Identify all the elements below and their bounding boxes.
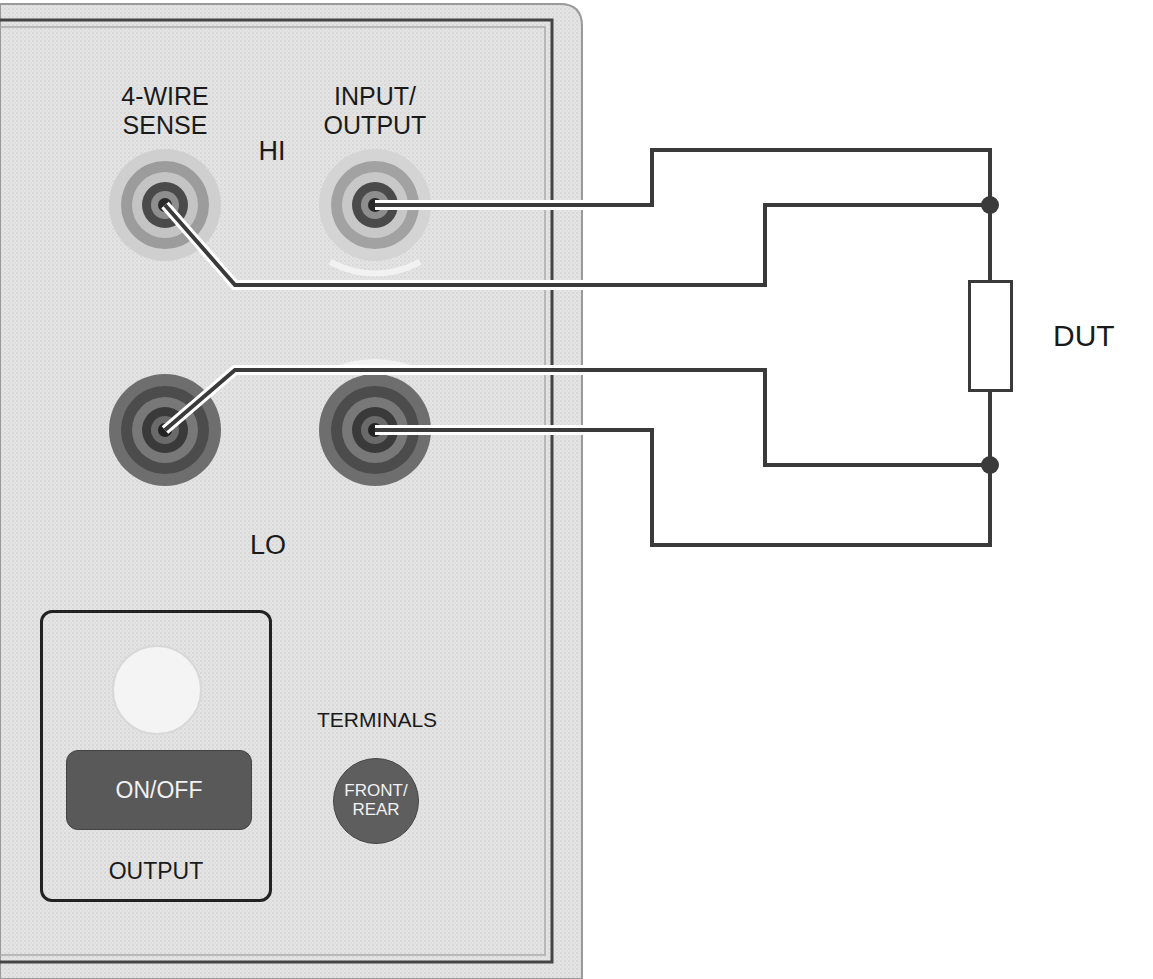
junction-dot — [981, 456, 999, 474]
output-indicator-lamp — [113, 646, 201, 734]
wire-halo — [165, 150, 990, 545]
resistor-symbol: DUT — [968, 280, 1013, 392]
section-label: TERMINALS — [287, 708, 467, 732]
terminal-group-label: 4-WIRE SENSE — [100, 82, 230, 140]
terminal-group-label: INPUT/ OUTPUT — [310, 82, 440, 140]
post-highlight — [330, 262, 420, 274]
node-label: ON/OFF — [116, 777, 203, 804]
test-lead-wire — [165, 150, 990, 545]
on-off-button: ON/OFF — [66, 750, 252, 830]
node-label: DUT — [1053, 319, 1115, 353]
polarity-label: LO — [238, 530, 298, 561]
junction-dot — [981, 196, 999, 214]
output-panel-box: ON/OFF OUTPUT — [40, 610, 272, 902]
panel-face — [0, 4, 582, 979]
node-label: OUTPUT — [43, 858, 269, 885]
front-rear-button: FRONT/ REAR — [333, 758, 419, 844]
panel-border — [0, 20, 552, 962]
panel-inner-border — [0, 27, 545, 955]
polarity-label: HI — [242, 136, 302, 167]
node-label: FRONT/ REAR — [343, 782, 409, 819]
